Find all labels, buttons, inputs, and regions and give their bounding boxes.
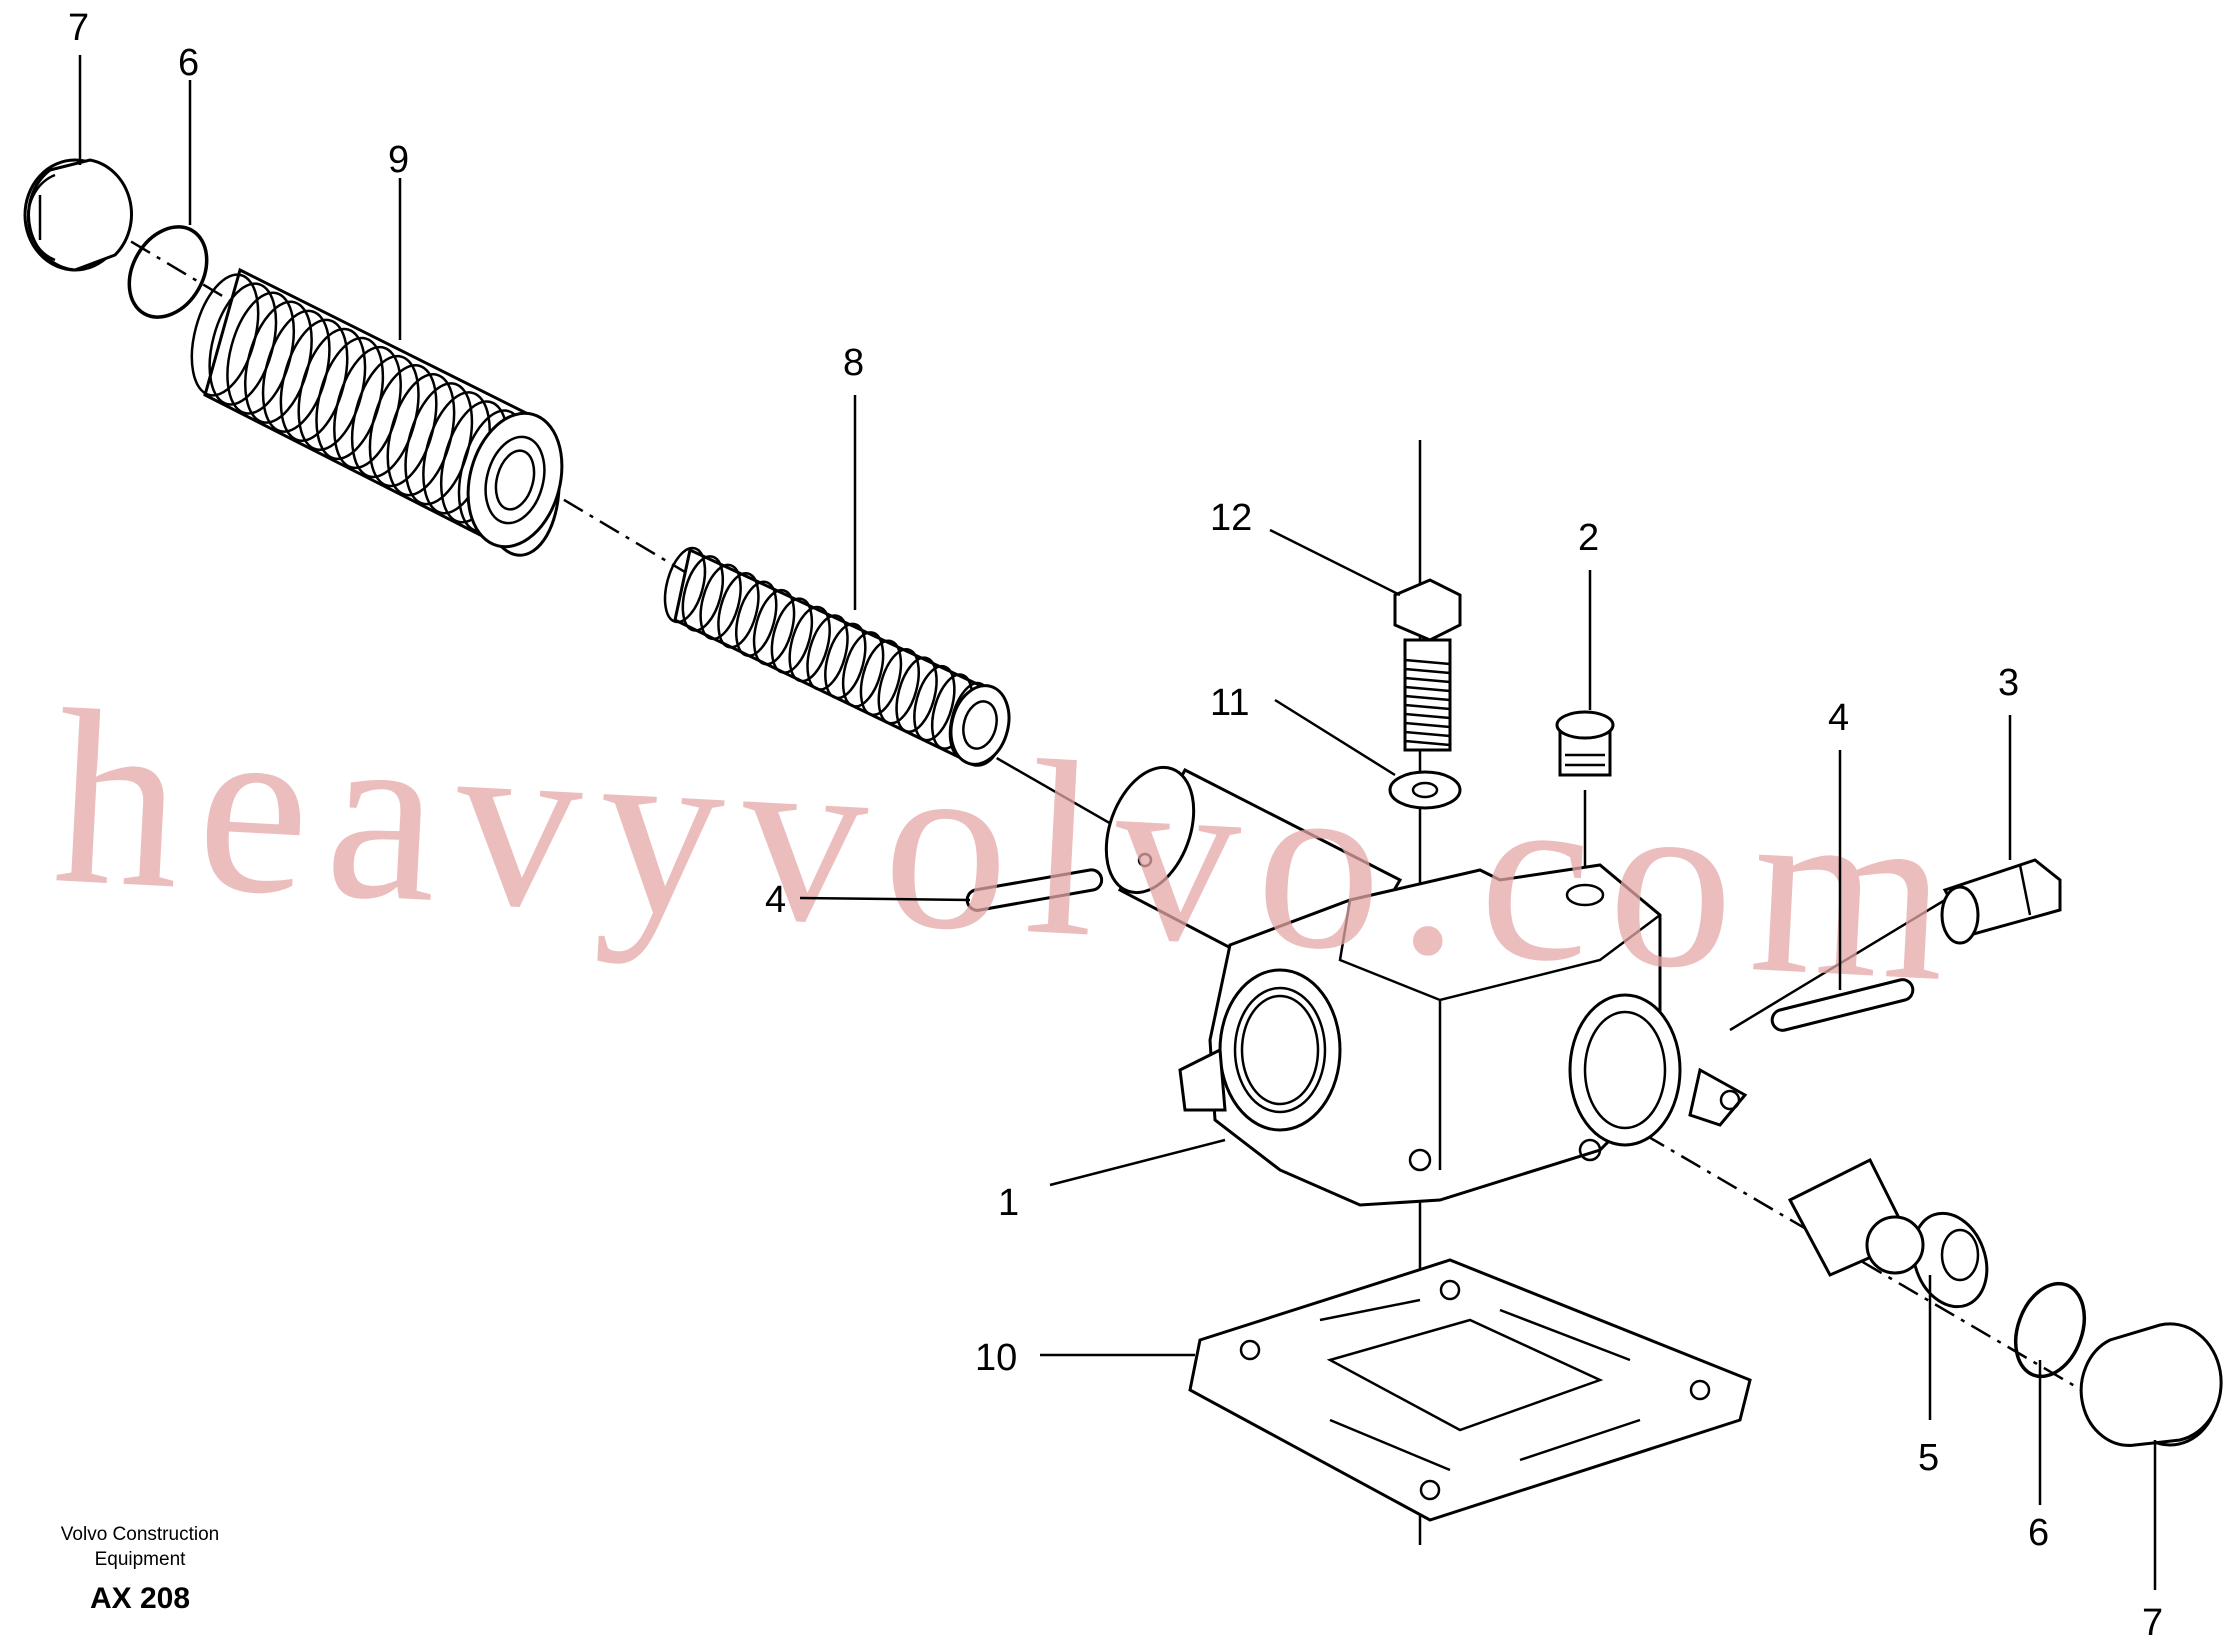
footer: Volvo Construction Equipment AX 208 [61,1524,219,1615]
callout-7-bottom: 7 [2142,1602,2163,1644]
callout-7-top: 7 [68,7,89,49]
callout-9: 9 [388,139,409,181]
part-4-pin-right [1770,978,1915,1032]
leader-lines [78,55,2157,1590]
callout-6-bottom: 6 [2028,1512,2049,1554]
part-8-small-spring [663,546,1011,767]
callout-6-top: 6 [178,42,199,84]
callout-labels: 7 6 9 8 12 2 11 4 4 3 1 10 5 6 7 [68,7,2163,1644]
callout-12: 12 [1210,497,1252,539]
footer-company-line2: Equipment [95,1549,187,1570]
part-2-plug [1555,710,1615,777]
part-6-oring-bottom [2013,1281,2087,1379]
callout-4-left: 4 [765,879,786,921]
callout-10: 10 [975,1337,1017,1379]
part-9-large-spring [190,267,564,557]
callout-5: 5 [1918,1437,1939,1479]
part-1-valve-body [1178,863,1748,1207]
footer-drawing-code: AX 208 [90,1582,190,1615]
part-3-nozzle [1940,858,2062,945]
footer-company-line1: Volvo Construction [61,1524,219,1545]
callout-8: 8 [843,342,864,384]
part-12-bolt [1393,578,1462,752]
callout-1: 1 [998,1182,1019,1224]
part-10-gasket [1188,1258,1752,1522]
part-4-pin-left [965,868,1104,912]
watermark-text: heavyvolvo.com [49,658,1972,1035]
callout-3: 3 [1998,662,2019,704]
part-11-washer [1388,770,1462,810]
part-5-poppet [1787,1157,1989,1309]
callout-4-right: 4 [1828,697,1849,739]
part-7-cap-top [23,158,133,272]
callout-11: 11 [1210,682,1249,724]
part-6-oring-top [127,225,209,319]
callout-2: 2 [1578,517,1599,559]
part-7-cap-bottom [2079,1322,2223,1447]
